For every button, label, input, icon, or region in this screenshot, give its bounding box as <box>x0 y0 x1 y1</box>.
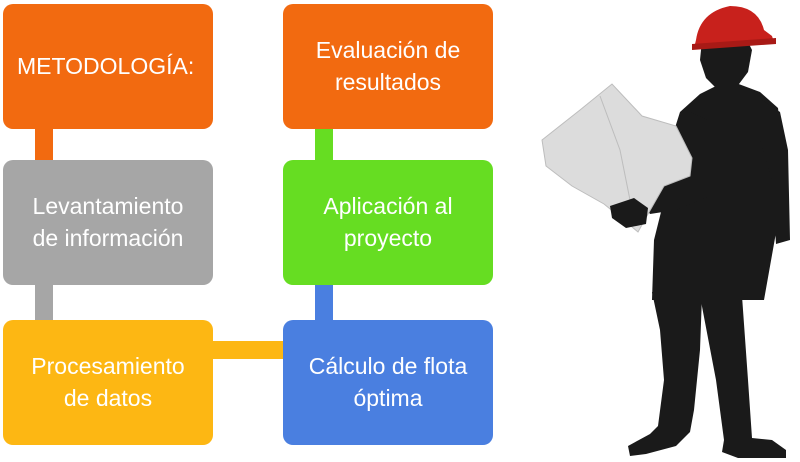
step-project-application: Aplicación al proyecto <box>283 160 493 285</box>
connector-application-to-evaluation <box>315 129 333 160</box>
connector-survey-to-processing <box>35 285 53 320</box>
step-2-line-1: Levantamiento <box>32 193 184 220</box>
step-5-line-2: proyecto <box>343 224 433 251</box>
engineer-front-leg <box>628 292 702 456</box>
engineer-back-arm <box>760 100 790 244</box>
step-4-line-1: Cálculo de flota <box>308 353 468 380</box>
step-4-line-2: óptima <box>353 384 423 411</box>
connector-title-to-survey <box>35 129 53 160</box>
step-data-processing: Procesamiento de datos <box>3 320 213 445</box>
engineer-reading-blueprint-icon <box>541 6 790 458</box>
step-6-line-1: Evaluación de <box>315 37 461 64</box>
step-results-evaluation: Evaluación de resultados <box>283 4 493 129</box>
step-methodology-title: METODOLOGÍA: <box>3 4 213 129</box>
step-1-line-1: METODOLOGÍA: <box>17 52 195 79</box>
step-6-line-2: resultados <box>334 68 442 95</box>
hard-hat-icon <box>694 6 774 48</box>
connector-fleet-to-application <box>315 285 333 320</box>
step-optimal-fleet-calculation: Cálculo de flota óptima <box>283 320 493 445</box>
hard-hat-brim <box>692 38 776 50</box>
step-3-line-2: de datos <box>63 384 153 411</box>
engineer-back-leg <box>700 296 786 458</box>
engineer-hand <box>610 198 648 228</box>
step-information-survey: Levantamiento de información <box>3 160 213 285</box>
step-2-line-2: de información <box>32 224 184 251</box>
step-5-line-1: Aplicación al <box>323 193 453 220</box>
connector-processing-to-fleet <box>213 341 283 359</box>
blueprint-paper <box>541 83 693 233</box>
blueprint-fold <box>599 95 631 201</box>
engineer-torso <box>652 80 784 300</box>
step-3-line-1: Procesamiento <box>31 353 185 380</box>
